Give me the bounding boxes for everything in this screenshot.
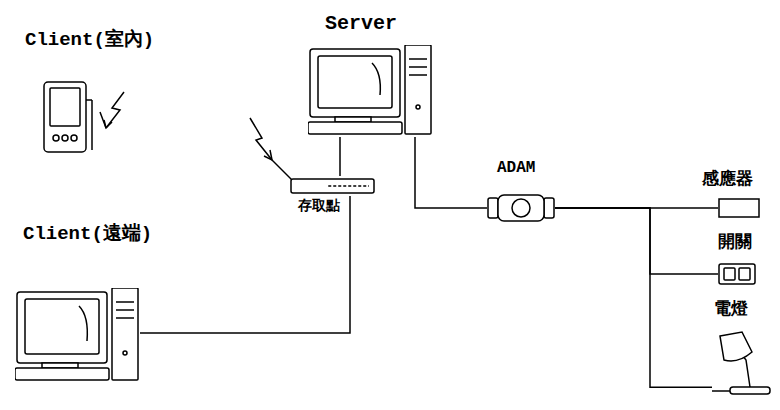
adam-icon [487, 193, 555, 223]
sensor-icon [718, 198, 760, 218]
device-label: 存取點 [298, 198, 340, 214]
wireless-bolt-tip [100, 112, 112, 128]
wireless-bolt [106, 92, 124, 128]
connector-wire [555, 208, 712, 387]
device-label: Server [325, 12, 397, 35]
pda-icon [40, 80, 95, 155]
adam-module: ADAM [487, 193, 555, 223]
connector-wire [555, 208, 718, 274]
pda-client: Client(室內) [40, 80, 95, 155]
remote-client: Client(遠端) [15, 288, 140, 383]
device-label: 感應器 [702, 170, 753, 190]
pc-icon [308, 45, 433, 137]
device-label: 電燈 [714, 300, 748, 320]
device-label: 開關 [718, 233, 752, 253]
switch-icon [718, 263, 756, 285]
device-label: Client(遠端) [23, 224, 152, 246]
connector-wire [140, 196, 350, 333]
device-label: ADAM [497, 159, 535, 177]
sensor-device: 感應器 [718, 198, 760, 218]
wireless-bolt [250, 118, 272, 160]
antenna [272, 160, 292, 180]
connector-wire [415, 137, 487, 208]
connector-wire [339, 137, 341, 176]
pc-icon [15, 288, 140, 383]
ap-icon [290, 176, 375, 196]
access-point: 存取點 [290, 176, 375, 196]
device-label: Client(室內) [25, 30, 154, 52]
lamp-device: 電燈 [712, 330, 772, 395]
server-computer: Server [308, 45, 433, 137]
lamp-icon [712, 330, 772, 395]
switch-device: 開關 [718, 263, 756, 285]
wireless-bolt-tip [264, 150, 272, 160]
